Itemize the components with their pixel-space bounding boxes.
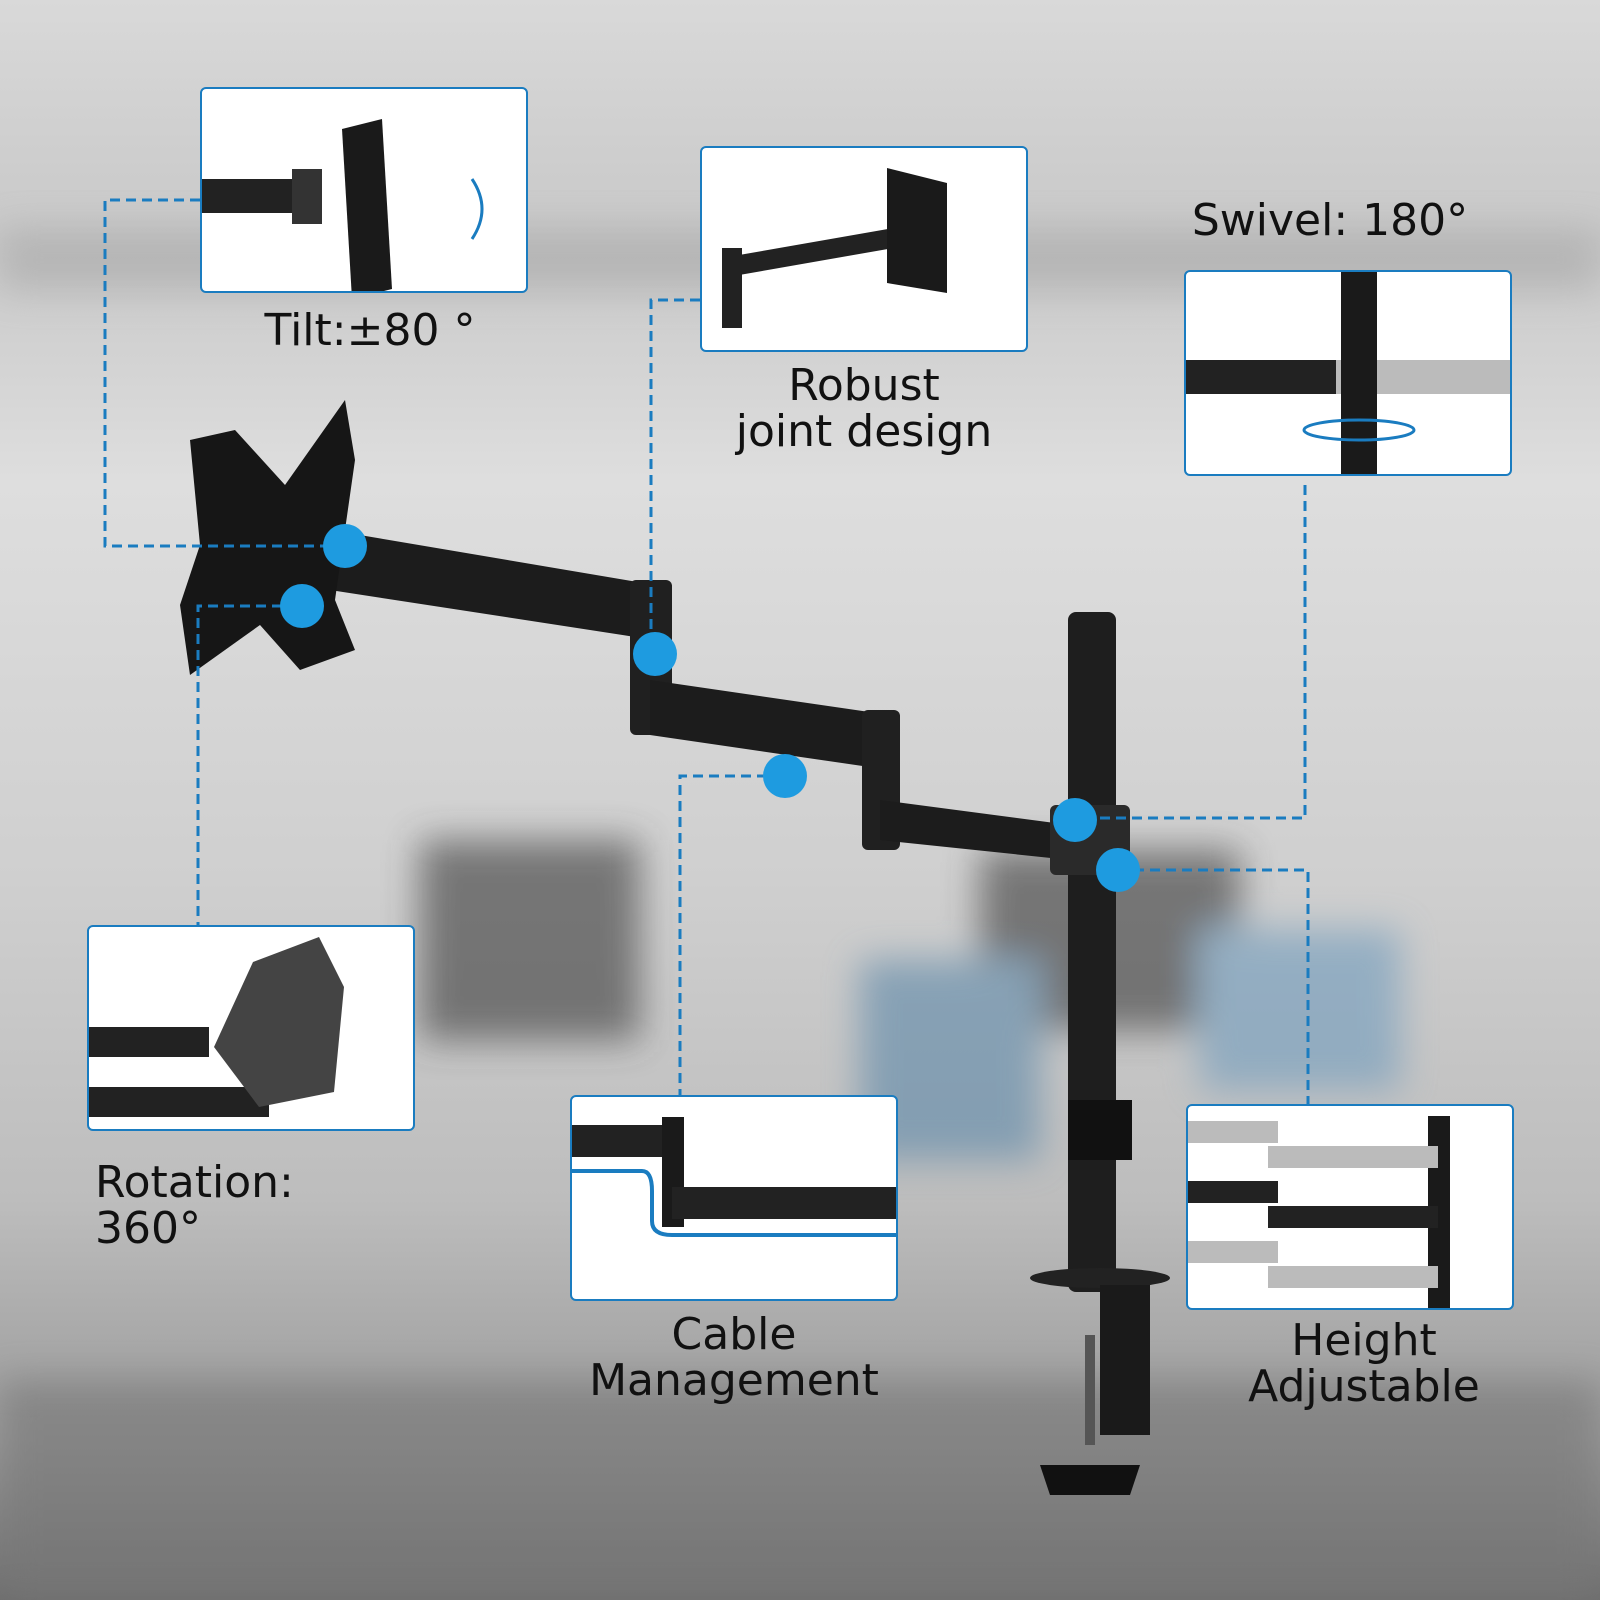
robust-line2: joint design xyxy=(735,406,993,457)
height-line2: Adjustable xyxy=(1248,1361,1480,1412)
robust-line1: Robust xyxy=(788,360,940,411)
rotation-thumbnail xyxy=(87,925,415,1131)
rotation-label: Rotation: 360° xyxy=(95,1157,294,1254)
tilt-label: Tilt:±80 ° xyxy=(264,305,476,356)
swivel-thumbnail xyxy=(1184,270,1512,476)
cable-line1: Cable xyxy=(671,1309,797,1360)
swivel-label: Swivel: 180° xyxy=(1191,195,1469,246)
feature-dots xyxy=(280,524,1140,892)
cable-line2: Management xyxy=(589,1355,879,1406)
tilt-thumbnail xyxy=(200,87,528,293)
height-adjustable-thumbnail xyxy=(1186,1104,1514,1310)
height-line1: Height xyxy=(1291,1315,1437,1366)
cable-management-thumbnail xyxy=(570,1095,898,1301)
robust-joint-thumbnail xyxy=(700,146,1028,352)
